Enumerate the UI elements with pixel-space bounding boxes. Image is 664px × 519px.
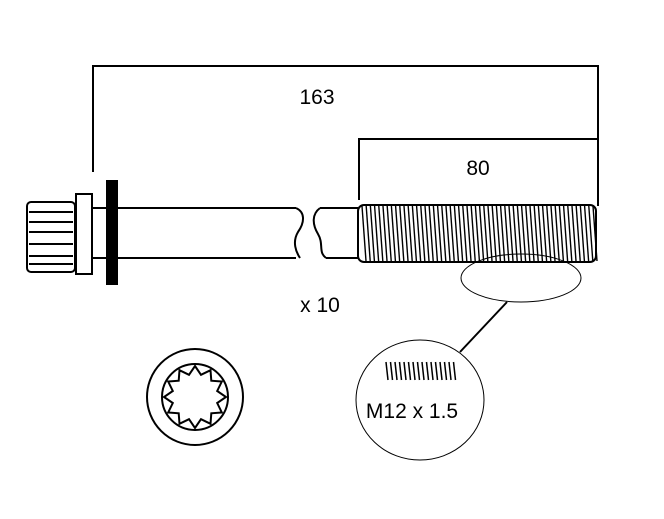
thread-line <box>525 205 531 262</box>
thread-line <box>495 205 502 262</box>
thread-line <box>470 205 476 262</box>
thread-line <box>562 205 569 262</box>
thread-line <box>567 205 573 262</box>
thread-line <box>449 205 455 262</box>
thread-line <box>365 205 371 262</box>
thread-line <box>420 205 426 262</box>
thread-line <box>403 205 409 262</box>
thread-line <box>529 205 535 262</box>
thread-line <box>579 205 586 262</box>
thread-line <box>491 205 497 262</box>
thread-line <box>411 205 418 262</box>
thread-sample-line <box>452 361 457 381</box>
thread-length-label: 80 <box>466 157 489 180</box>
thread-sample-line <box>394 361 398 381</box>
bolt-head <box>26 201 76 273</box>
thread-line <box>386 205 392 262</box>
thread-line <box>441 205 447 262</box>
overall-length-bracket <box>92 65 599 206</box>
bolt-flange <box>75 193 93 275</box>
callout-leader <box>459 301 508 353</box>
detail-callout-ellipse <box>460 253 582 303</box>
thread-line <box>445 205 451 262</box>
overall-length-label: 163 <box>299 86 334 109</box>
thread-line <box>432 205 439 262</box>
thread-sample-line <box>443 361 448 381</box>
thread-line <box>453 205 460 262</box>
washer <box>106 180 118 285</box>
thread-line <box>550 205 556 262</box>
thread-sample-line <box>430 361 434 381</box>
thread-line <box>558 205 565 262</box>
bolt-shank <box>92 207 358 259</box>
thread-line <box>399 205 405 262</box>
thread-sample-line <box>385 361 389 381</box>
thread-detail-sample <box>385 361 457 381</box>
thread-line <box>478 205 485 262</box>
thread-length-bracket <box>358 138 598 200</box>
thread-line <box>533 205 539 262</box>
thread-line <box>361 205 367 262</box>
thread-sample-line <box>416 361 421 381</box>
thread-line <box>394 205 401 262</box>
thread-line <box>592 205 598 262</box>
thread-line <box>537 205 544 262</box>
quantity-label: x 10 <box>300 294 340 317</box>
thread-detail-circle <box>355 339 485 461</box>
thread-line <box>390 205 397 262</box>
thread-line <box>462 205 468 262</box>
thread-line <box>571 205 577 262</box>
thread-sample-line <box>434 361 439 381</box>
thread-line <box>588 205 594 262</box>
thread-line <box>508 205 514 262</box>
thread-line <box>466 205 472 262</box>
thread-line <box>436 205 443 262</box>
thread-line <box>407 205 413 262</box>
thread-line <box>474 205 481 262</box>
thread-line <box>369 205 376 262</box>
head-end-view-icon <box>146 348 244 446</box>
thread-line <box>516 205 523 262</box>
thread-line <box>424 205 430 262</box>
thread-line <box>583 205 590 262</box>
thread-line <box>546 205 552 262</box>
thread-spec-label: M12 x 1.5 <box>366 400 458 423</box>
thread-line <box>382 205 388 262</box>
thread-line <box>541 205 548 262</box>
thread-sample-line <box>412 361 416 381</box>
threaded-section <box>357 204 598 263</box>
thread-sample-line <box>421 361 425 381</box>
thread-sample-line <box>448 361 452 381</box>
thread-line <box>504 205 510 262</box>
thread-line <box>415 205 422 262</box>
thread-line <box>378 205 384 262</box>
thread-line <box>457 205 464 262</box>
thread-sample-line <box>389 361 394 381</box>
thread-line <box>512 205 518 262</box>
thread-sample-line <box>398 361 403 381</box>
thread-line <box>554 205 560 262</box>
thread-line <box>520 205 527 262</box>
thread-line <box>373 205 380 262</box>
thread-line <box>428 205 434 262</box>
thread-line <box>499 205 506 262</box>
thread-sample-line <box>439 361 443 381</box>
thread-sample-line <box>407 361 412 381</box>
thread-line <box>483 205 489 262</box>
thread-line <box>575 205 581 262</box>
thread-sample-line <box>425 361 430 381</box>
thread-line <box>487 205 493 262</box>
thread-sample-line <box>403 361 407 381</box>
